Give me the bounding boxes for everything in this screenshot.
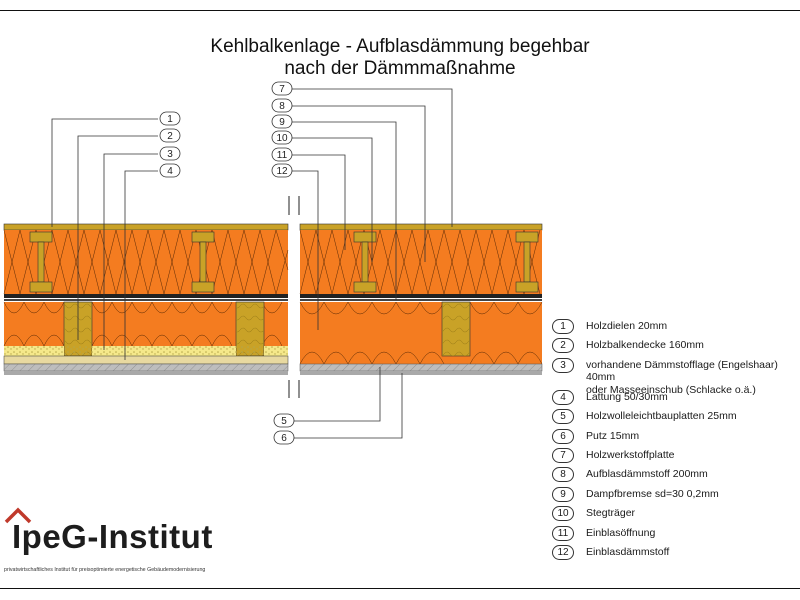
wood-wool-board-left-hatch	[4, 364, 288, 371]
board-layer-left	[4, 294, 288, 298]
callout-10: 10	[271, 130, 293, 145]
svg-text:8: 8	[279, 101, 285, 112]
lath-layer-left	[3, 355, 289, 365]
bottom-border	[0, 588, 800, 589]
leaders-bottom	[294, 367, 403, 439]
callout-6: 6	[273, 430, 295, 445]
leaders-left	[51, 118, 158, 360]
callout-3: 3	[159, 146, 181, 161]
callout-8: 8	[271, 98, 293, 113]
beam-right-1-grain	[442, 302, 470, 356]
title-line-1: Kehlbalkenlage - Aufblasdämmung begehbar	[210, 36, 590, 57]
break-lines	[288, 196, 300, 398]
vapor-barrier-right	[300, 299, 542, 301]
floor-boards-left	[3, 223, 289, 231]
logo-roof-icon	[4, 507, 32, 524]
i-joist-left-2	[191, 231, 215, 293]
title-line-2: nach der Dämmmaßnahme	[284, 58, 516, 79]
callout-group-right: 7 8 9 10 11 12	[271, 81, 293, 178]
callout-group-left: 1 2 3 4	[159, 111, 181, 178]
svg-text:10: 10	[276, 133, 288, 144]
board-layer-right	[300, 294, 542, 298]
svg-text:1: 1	[167, 114, 173, 125]
floor-boards-right	[299, 223, 543, 231]
callout-4: 4	[159, 163, 181, 178]
logo-subtitle: privatwirtschaftliches Institut für prei…	[4, 567, 206, 573]
svg-text:6: 6	[281, 433, 287, 444]
upper-insulation-right	[300, 230, 542, 294]
i-joist-right-2	[515, 231, 539, 293]
svg-text:3: 3	[167, 149, 173, 160]
callout-11: 11	[271, 147, 293, 162]
right-section	[299, 223, 543, 375]
callout-5: 5	[273, 413, 295, 428]
svg-text:11: 11	[277, 150, 288, 161]
svg-text:9: 9	[279, 117, 285, 128]
callout-group-bottom: 5 6	[273, 413, 295, 445]
svg-text:7: 7	[279, 84, 285, 95]
blown-in-insulation-right	[300, 302, 542, 364]
callout-12: 12	[271, 163, 293, 178]
callout-1: 1	[159, 111, 181, 126]
callout-7: 7	[271, 81, 293, 96]
callout-9: 9	[271, 114, 293, 129]
existing-insulation-left-dots	[4, 346, 288, 356]
i-joist-left-1	[29, 231, 53, 293]
leaders-right	[292, 88, 453, 330]
plaster-right	[300, 371, 542, 375]
callout-2: 2	[159, 128, 181, 143]
upper-insulation-pattern-right	[299, 229, 541, 295]
i-joist-right-1	[353, 231, 377, 293]
svg-text:5: 5	[281, 416, 287, 427]
wood-wool-board-right-hatch	[300, 364, 542, 371]
left-section	[3, 223, 289, 375]
svg-text:4: 4	[167, 166, 173, 177]
vapor-barrier-left	[4, 299, 288, 301]
svg-text:2: 2	[167, 131, 173, 142]
plaster-left	[4, 371, 288, 375]
top-border	[0, 10, 800, 11]
svg-text:12: 12	[276, 166, 288, 177]
logo-name: IpeG-Institut	[12, 518, 213, 555]
